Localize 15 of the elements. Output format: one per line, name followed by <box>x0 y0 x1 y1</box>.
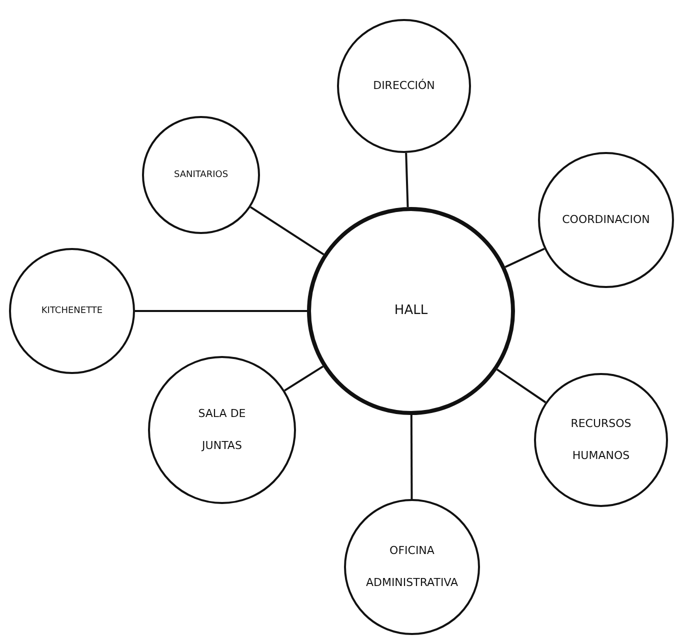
room-label: RECURSOS HUMANOS <box>570 416 632 464</box>
connector-line <box>496 368 546 404</box>
room-label: DIRECCIÓN <box>373 78 435 94</box>
room-label: SANITARIOS <box>174 168 228 182</box>
connector-line <box>504 248 545 268</box>
connector-line <box>250 206 324 256</box>
connector-line <box>410 415 413 499</box>
room-label: KITCHENETTE <box>41 304 103 318</box>
room-label: COORDINACION <box>562 212 650 228</box>
room-label: OFICINA ADMINISTRATIVA <box>364 543 460 591</box>
connector-line <box>284 366 324 392</box>
room-label: HALL <box>394 302 428 320</box>
room-label: SALA DE JUNTAS <box>197 406 247 454</box>
connector-line <box>405 152 409 208</box>
connector-line <box>135 310 307 312</box>
